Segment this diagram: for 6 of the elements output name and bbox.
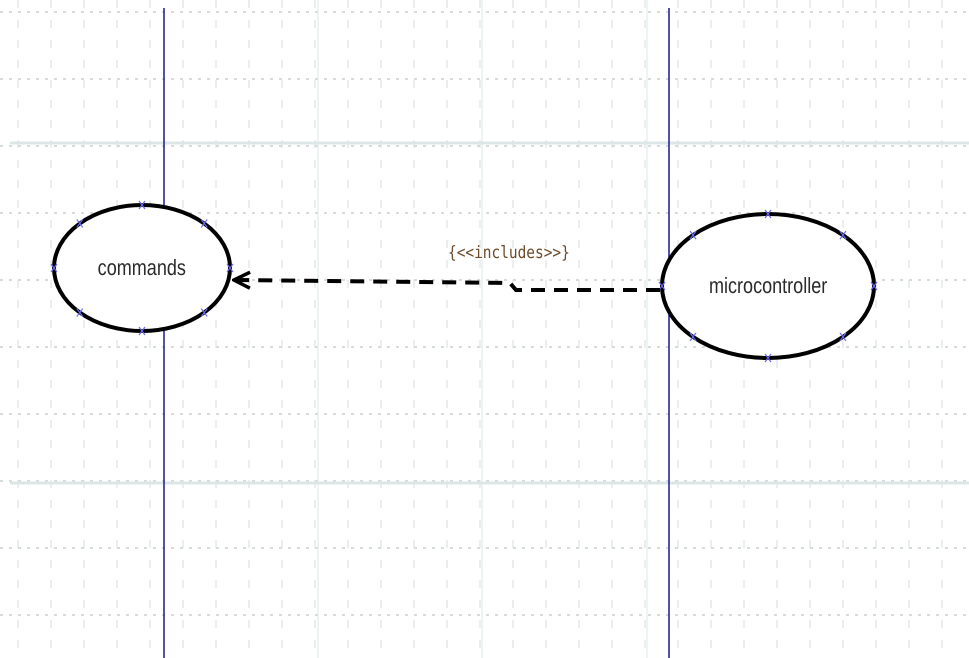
use-case-name: commands [98, 255, 186, 281]
use-case-name: microcontroller [708, 273, 828, 299]
edge-label: {<<includes>>} [448, 243, 570, 263]
dependency-arrow [232, 270, 660, 292]
use-case-ellipse [660, 212, 876, 360]
use-case-ellipse [52, 203, 232, 333]
